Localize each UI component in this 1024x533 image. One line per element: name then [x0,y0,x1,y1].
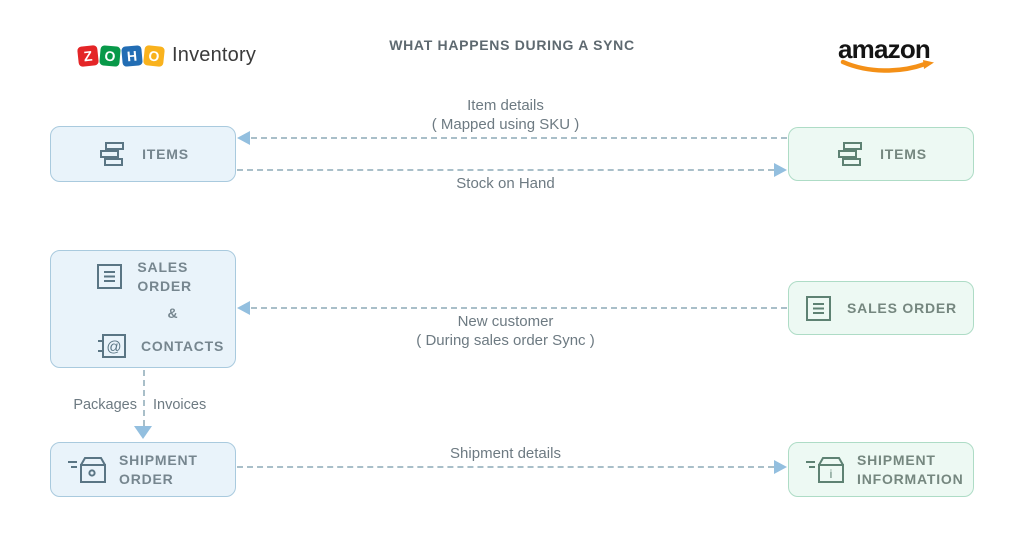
item-details-flow-label: Item details ( Mapped using SKU ) [237,97,774,135]
zoho-sales-order-contacts-box: SALES ORDER & @ CONTACTS [50,250,236,368]
amazon-shipment-information-label: SHIPMENT INFORMATION [857,451,964,487]
zoho-shipment-order-label: SHIPMENT ORDER [119,451,198,487]
amazon-items-box: ITEMS [788,127,974,181]
ampersand-label: & [167,305,179,322]
invoices-label: Invoices [153,397,207,413]
stock-on-hand-flow-label: Stock on Hand [456,175,555,192]
arrowhead-left-icon [237,131,250,145]
svg-text:i: i [830,467,833,481]
arrowhead-right-icon [774,163,787,177]
shipment-details-arrow-line [237,466,774,468]
zoho-logo-word: Inventory [172,44,257,66]
zoho-items-label: ITEMS [142,145,189,162]
svg-text:@: @ [106,339,121,356]
zoho-shipment-order-box: SHIPMENT ORDER [50,442,236,497]
new-customer-flow-label: New customer ( During sales order Sync ) [237,313,774,351]
items-icon [838,142,863,166]
contacts-address-book-icon: @ [97,334,126,359]
amazon-smile-icon [840,59,934,73]
amazon-logo: amazon [838,36,938,74]
new-customer-line2: ( During sales order Sync ) [416,331,595,349]
shipment-box-icon [68,456,106,483]
item-details-line1: Item details [467,97,544,114]
shipment-details-flow-label: Shipment details [450,445,561,462]
sales-order-document-icon [806,295,832,321]
item-details-arrow-line [251,137,787,139]
amazon-items-label: ITEMS [880,145,927,162]
arrowhead-right-icon [774,460,787,474]
arrowhead-left-icon [237,301,250,315]
packages-invoices-arrow-line [143,370,145,426]
shipment-info-box-icon: i [806,456,844,483]
diagram-title: WHAT HAPPENS DURING A SYNC [389,37,635,53]
item-details-line2: ( Mapped using SKU ) [431,115,580,133]
items-icon [100,142,125,166]
packages-label: Packages [73,397,137,413]
zoho-inventory-logo: Z O H O Inventory [77,44,257,67]
zoho-items-box: ITEMS [50,126,236,182]
new-customer-arrow-line [251,307,787,309]
stock-on-hand-arrow-line [237,169,774,171]
zoho-contacts-label: CONTACTS [141,337,225,354]
amazon-sales-order-label: SALES ORDER [847,299,957,316]
zoho-sales-order-label: SALES ORDER [137,258,192,294]
arrowhead-down-icon [134,426,152,439]
sales-order-document-icon [96,264,122,290]
new-customer-line1: New customer [457,313,554,330]
amazon-shipment-information-box: i SHIPMENT INFORMATION [788,442,974,497]
amazon-sales-order-box: SALES ORDER [788,281,974,335]
amazon-logo-word: amazon [838,34,931,64]
